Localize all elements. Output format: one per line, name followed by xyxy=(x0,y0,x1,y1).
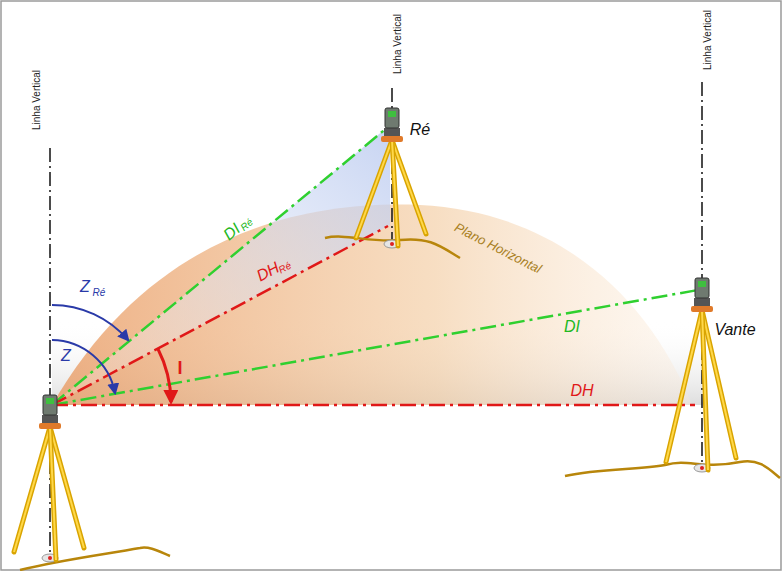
tribrach xyxy=(384,128,400,136)
station-name: Vante xyxy=(714,322,755,338)
instrument-display xyxy=(388,111,396,117)
survey-mark-center xyxy=(700,466,704,470)
instrument-display xyxy=(46,398,54,404)
tripod-leg xyxy=(702,310,708,470)
ground-line xyxy=(20,548,170,570)
tripods xyxy=(14,108,780,570)
vertical-line-label: Linha Vertical xyxy=(32,70,42,130)
instrument-body xyxy=(695,278,709,298)
tribrach xyxy=(694,298,710,306)
ground-line xyxy=(325,237,460,258)
tripod-leg xyxy=(666,310,702,462)
tripod-leg xyxy=(392,140,398,246)
tripod-leg xyxy=(14,427,50,552)
zenith-angle-arc xyxy=(52,305,128,340)
instrument-display xyxy=(698,281,706,287)
vertical-lines xyxy=(50,82,702,560)
tripod-leg xyxy=(50,427,56,560)
instrument-body xyxy=(385,108,399,128)
zenith-angle-arc xyxy=(52,340,115,393)
tripod-leg xyxy=(356,140,392,238)
total-station-tripod xyxy=(14,395,170,570)
tripod-head xyxy=(691,306,713,312)
tripod-leg-highlight xyxy=(14,427,50,552)
tripod-leg-highlight xyxy=(50,427,56,560)
instrument-body xyxy=(43,395,57,415)
angle-label: I xyxy=(177,359,182,377)
station-name: Ré xyxy=(410,122,430,138)
total-station-tripod xyxy=(325,108,460,258)
vertical-line-label: Linha Vertical xyxy=(703,10,713,70)
distance-label: DH xyxy=(570,383,593,399)
angle-label: Z xyxy=(80,279,90,295)
tripod-leg-highlight xyxy=(702,310,708,470)
vertical-plane xyxy=(52,125,390,405)
distance-label: DI xyxy=(564,319,580,335)
survey-mark-center xyxy=(390,242,394,246)
sight-lines xyxy=(52,127,698,405)
tripod-leg-highlight xyxy=(392,140,398,246)
angle-label: Z xyxy=(61,348,71,364)
horizontal-plane xyxy=(52,205,692,405)
vertical-line-label: Linha Vertical xyxy=(393,14,403,74)
horizontal-angle-arc xyxy=(158,349,171,402)
tripod-head xyxy=(39,423,61,429)
tripod-leg-highlight xyxy=(356,140,392,238)
tripod-head xyxy=(381,136,403,142)
tribrach xyxy=(42,415,58,423)
angle-subscript: Ré xyxy=(93,288,106,298)
total-station-tripod xyxy=(565,278,780,478)
survey-mark-center xyxy=(48,556,52,560)
tripod-leg-highlight xyxy=(666,310,702,462)
ground-line xyxy=(565,461,780,478)
